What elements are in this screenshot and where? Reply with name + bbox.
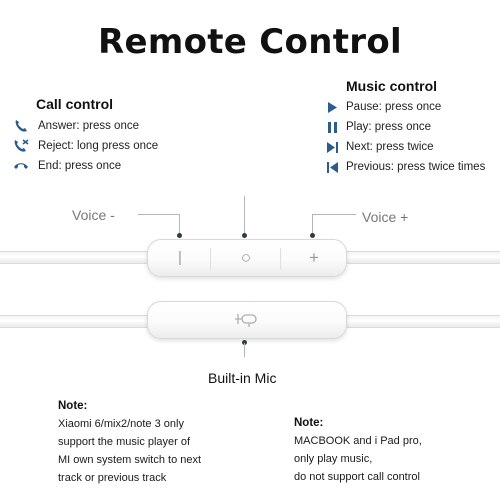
leader-mic-v — [244, 343, 245, 357]
previous-track-icon — [326, 161, 338, 173]
music-control-section: Music control Pause: press once Play: pr… — [326, 78, 498, 177]
leader-voice-minus-h — [138, 214, 180, 215]
phone-reject-icon — [12, 139, 30, 153]
note-left-line: support the music player of — [58, 436, 191, 448]
call-end-text: End: press once — [38, 160, 122, 172]
leader-center-v — [244, 196, 245, 234]
call-control-heading: Call control — [36, 96, 114, 112]
note-left-line: track or previous track — [58, 472, 167, 484]
music-play-text: Play: press once — [346, 121, 432, 133]
note-left-heading: Note: — [58, 400, 88, 412]
leader-dot-center — [242, 233, 247, 238]
music-control-previous: Previous: press twice times — [326, 157, 498, 177]
music-control-heading: Music control — [346, 78, 438, 94]
call-control-answer: Answer: press once — [12, 116, 232, 136]
remote-divider-left — [210, 248, 211, 270]
music-control-next: Next: press twice — [326, 137, 498, 157]
microphone-icon — [234, 312, 260, 333]
note-right: Note: MACBOOK and i Pad pro, only play m… — [294, 417, 494, 486]
leader-voice-plus-v — [312, 214, 313, 234]
leader-dot-minus — [177, 233, 182, 238]
volume-down-button[interactable]: | — [178, 249, 182, 266]
volume-remote: | ○ + — [147, 239, 347, 277]
volume-up-button[interactable]: + — [309, 248, 319, 267]
call-control-section: Call control Answer: press once Reject: … — [12, 96, 232, 176]
note-right-heading: Note: — [294, 417, 324, 429]
remote-divider-right — [280, 248, 281, 270]
mic-housing — [147, 301, 347, 339]
pause-bars-icon — [326, 121, 338, 133]
leader-voice-plus-h — [312, 214, 356, 215]
note-right-line: MACBOOK and i Pad pro, — [294, 435, 422, 447]
call-control-end: End: press once — [12, 156, 232, 176]
call-control-reject: Reject: long press once — [12, 136, 232, 156]
call-answer-text: Answer: press once — [38, 120, 139, 132]
music-control-play: Play: press once — [326, 117, 498, 137]
leader-dot-plus — [310, 233, 315, 238]
leader-voice-minus-v — [179, 214, 180, 234]
note-right-line: do not support call control — [294, 471, 420, 483]
play-triangle-icon — [326, 101, 338, 113]
note-left: Note: Xiaomi 6/mix2/note 3 only support … — [58, 400, 258, 487]
note-right-line: only play music, — [294, 453, 373, 465]
music-pause-text: Pause: press once — [346, 101, 442, 113]
phone-answer-icon — [12, 119, 30, 133]
built-in-mic-label: Built-in Mic — [208, 370, 277, 386]
voice-plus-label: Voice + — [362, 209, 409, 225]
play-pause-button[interactable]: ○ — [240, 248, 252, 267]
note-left-line: MI own system switch to next — [58, 454, 202, 466]
music-next-text: Next: press twice — [346, 141, 434, 153]
page-title: Remote Control — [98, 22, 402, 62]
next-track-icon — [326, 141, 338, 153]
call-reject-text: Reject: long press once — [38, 140, 159, 152]
music-previous-text: Previous: press twice times — [346, 161, 486, 173]
note-left-line: Xiaomi 6/mix2/note 3 only — [58, 418, 184, 430]
phone-end-icon — [12, 161, 30, 171]
leader-dot-mic — [242, 340, 247, 345]
music-control-pause: Pause: press once — [326, 97, 498, 117]
voice-minus-label: Voice - — [72, 207, 115, 223]
